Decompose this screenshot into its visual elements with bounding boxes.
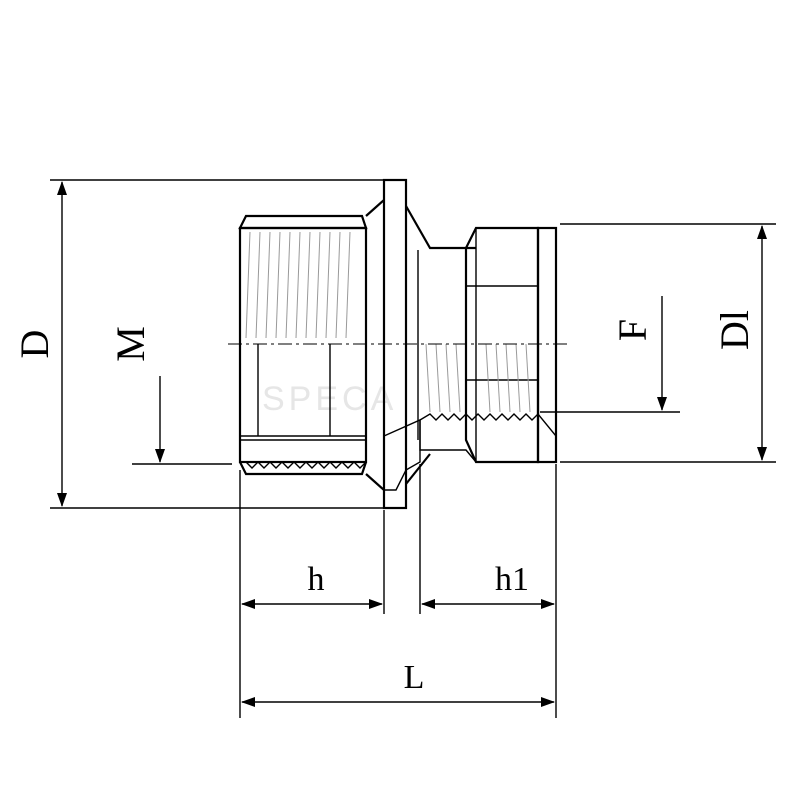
label-l: L bbox=[404, 659, 425, 696]
male-thread-section bbox=[238, 214, 368, 476]
transition-cone bbox=[405, 205, 476, 485]
female-thread-lines bbox=[425, 343, 531, 413]
label-m: M bbox=[108, 326, 153, 362]
end-collar bbox=[536, 226, 558, 464]
dimension-lines bbox=[50, 179, 776, 718]
male-thread-lines bbox=[245, 231, 351, 339]
hex-nut bbox=[419, 226, 557, 464]
dimension-labels: D M F Dl h h1 L bbox=[12, 310, 757, 696]
label-d: D bbox=[12, 330, 57, 359]
label-h: h bbox=[308, 561, 325, 598]
fitting-body bbox=[228, 178, 568, 510]
label-h1: h1 bbox=[495, 561, 529, 598]
watermark-text: SPECA bbox=[262, 380, 397, 418]
label-f: F bbox=[610, 319, 655, 341]
label-d1: Dl bbox=[712, 310, 757, 350]
